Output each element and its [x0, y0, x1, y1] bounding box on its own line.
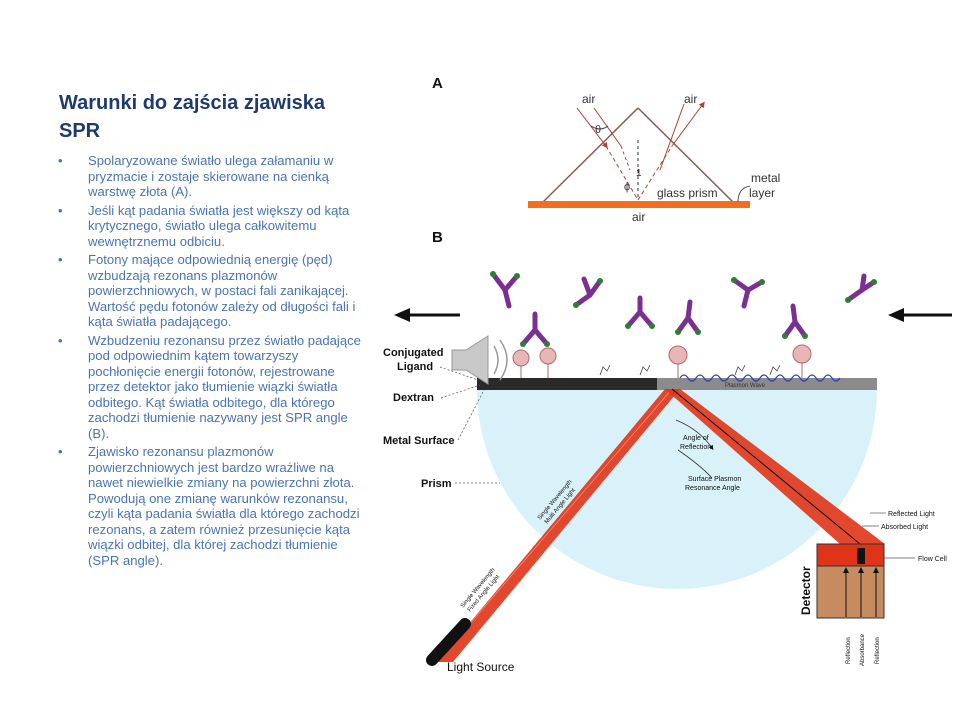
antibody-molecules: [490, 271, 877, 347]
metal-leader-b: [457, 389, 485, 441]
reflection-b-label: Reflection: [875, 637, 881, 664]
dextran-bar: [477, 378, 657, 390]
conjugated-label: Conjugated: [383, 347, 444, 359]
second-ray: [593, 107, 622, 147]
absorbed-light-label: Absorbed Light: [881, 524, 928, 531]
bullet-marker: •: [58, 252, 63, 267]
flow-arrow-right-head: [888, 308, 904, 322]
incident-ray-inner: [605, 145, 639, 201]
figure-b: Plasmon Wave: [383, 271, 952, 674]
reflection-angle-arc: [675, 419, 714, 450]
bullet-text: Zjawisko rezonansu plazmonów powierzchni…: [88, 444, 360, 568]
absorbance-label: Absorbance: [860, 633, 866, 666]
slide-title: Warunki do zajścia zjawiska SPR: [59, 92, 326, 142]
one-label: 1: [636, 168, 642, 179]
figure-b-letter: B: [432, 229, 443, 246]
dextran-leader: [440, 384, 481, 399]
spr-angle-1: Surface Plasmon: [688, 476, 741, 483]
bullet-text: Spolaryzowane światło ulega załamaniu w …: [88, 153, 334, 199]
air-right-label: air: [684, 92, 697, 106]
bullet-text: Wzbudzeniu rezonansu przez światło padaj…: [88, 332, 361, 441]
plasmon-wave-label: Plasmon Wave: [725, 383, 766, 389]
prism-side-left: [542, 107, 639, 203]
second-ray-out: [659, 103, 685, 171]
flow-cell-label: Flow Cell: [918, 556, 947, 563]
bullet-list: • Spolaryzowane światło ulega załamaniu w…: [55, 153, 365, 571]
detector-frame: [816, 543, 885, 619]
free-ligands: [599, 364, 781, 376]
bullet-marker: •: [58, 332, 63, 348]
layer-label: layer: [749, 186, 775, 200]
bullet-marker: •: [58, 153, 63, 168]
metal-layer: [528, 201, 750, 208]
bullet-item: • Jeśli kąt padania światła jest większy …: [55, 203, 365, 250]
bullet-marker: •: [58, 444, 63, 459]
prism-body: [477, 389, 877, 589]
incident-ray: [576, 107, 608, 149]
ligand-leader: [439, 366, 479, 381]
incident-beam: [437, 389, 680, 662]
metal-surface-label: Metal Surface: [383, 435, 455, 447]
absorbed-band: [857, 548, 865, 564]
bullet-item: • Wzbudzeniu rezonansu przez światło pada…: [55, 333, 365, 442]
conjugated-ligands: [512, 344, 812, 378]
dextran-label: Dextran: [393, 392, 434, 404]
ligand-label: Ligand: [397, 361, 433, 373]
bullet-text: Fotony mające odpowiednią energię (pęd) …: [88, 252, 356, 329]
air-left-label: air: [582, 92, 595, 106]
air-bottom-label: air: [632, 210, 645, 224]
reflected-light-label: Reflected Light: [888, 511, 935, 518]
figure-a-letter: A: [432, 75, 443, 92]
second-ray-inner: [620, 145, 631, 171]
plasmon-wave: [679, 374, 841, 382]
glass-prism-label: glass prism: [657, 186, 718, 200]
figure-a: θ ϕ 1 air air glass prism air metal laye…: [528, 92, 780, 224]
reflected-beam: [665, 389, 885, 544]
bullet-marker: •: [58, 202, 63, 218]
absorbed-line: [671, 388, 861, 545]
theta-label: θ: [595, 124, 601, 136]
metal-label: metal: [751, 171, 780, 185]
spr-angle-2: Resonance Angle: [685, 485, 740, 492]
prism-label: Prism: [421, 478, 452, 490]
bullet-item: • Fotony mające odpowiednią energię (pęd)…: [55, 252, 365, 330]
metal-leader: [737, 185, 751, 203]
reflection-a-label: Reflection: [846, 637, 852, 664]
prism-side-right: [637, 107, 734, 203]
reflected-ray-inner: [637, 145, 673, 201]
bullet-item: • Spolaryzowane światło ulega załamaniu w…: [55, 153, 365, 200]
spr-angle-arc: [677, 449, 713, 479]
light-source-icon: [426, 618, 471, 666]
bullet-item: • Zjawisko rezonansu plazmonów powierzchn…: [55, 444, 365, 568]
light-source-label: Light Source: [447, 660, 515, 674]
incident-beam-core: [436, 388, 673, 663]
detector-box: [816, 565, 885, 619]
theta-arc: [590, 125, 609, 130]
speaker-icon: [451, 335, 489, 385]
angle-reflection-1: Angle of: [683, 435, 709, 442]
detector-label: Detector: [799, 566, 813, 615]
flow-arrow-left-head: [394, 308, 410, 322]
sound-waves-icon: [493, 339, 508, 381]
reflected-ray: [671, 101, 705, 147]
bullet-text: Jeśli kąt padania światła jest większy o…: [88, 202, 350, 249]
phi-label: ϕ: [624, 181, 630, 193]
angle-reflection-2: Reflection: [680, 444, 711, 451]
flow-cell-red: [817, 544, 884, 566]
